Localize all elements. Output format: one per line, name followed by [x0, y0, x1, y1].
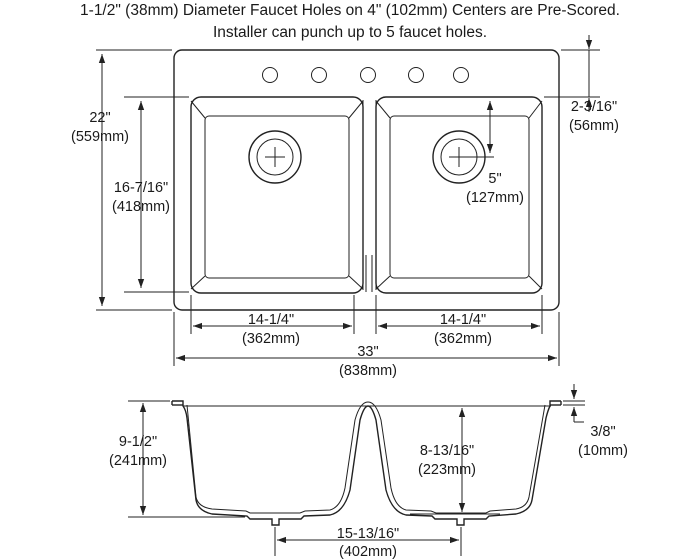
dim-left-bowl-width-in: 14-1/4"	[248, 312, 294, 328]
dim-bowl-depth-in: 16-7/16"	[114, 180, 168, 196]
dim-drain-offset-in: 5"	[488, 171, 501, 187]
faucet-hole	[408, 67, 424, 83]
section-view: 9-1/2" (241mm) 8-13/16" (223mm) 3/8" (10…	[109, 384, 628, 560]
dim-bowl-height-mm: (223mm)	[418, 462, 476, 478]
dim-ledge-mm: (56mm)	[569, 118, 619, 134]
dim-bowl-depth-mm: (418mm)	[112, 199, 170, 215]
dim-bowl-height-in: 8-13/16"	[420, 443, 474, 459]
dim-rim-in: 3/8"	[590, 424, 615, 440]
dim-rim-mm: (10mm)	[578, 443, 628, 459]
dim-overall-width-in: 33"	[357, 344, 378, 360]
note-faucet-holes: 1-1/2" (38mm) Diameter Faucet Holes on 4…	[80, 2, 620, 19]
faucet-holes	[262, 67, 469, 83]
left-bowl	[190, 96, 364, 294]
dim-overall-height-mm: (241mm)	[109, 453, 167, 469]
dim-right-bowl-width-in: 14-1/4"	[440, 312, 486, 328]
dim-drain-centers-mm: (402mm)	[339, 544, 397, 560]
left-drain	[248, 130, 302, 184]
top-view: 22" (559mm) 16-7/16" (418mm) 2-3/16" (56…	[71, 35, 619, 379]
sink-section-profile	[172, 400, 561, 526]
dim-overall-depth-in: 22"	[89, 110, 110, 126]
dim-right-bowl-width-mm: (362mm)	[434, 331, 492, 347]
faucet-hole	[360, 67, 376, 83]
sink-deck-outline	[173, 49, 560, 311]
dim-overall-width-mm: (838mm)	[339, 363, 397, 379]
dim-ledge-in: 2-3/16"	[571, 99, 617, 115]
faucet-hole	[453, 67, 469, 83]
dim-drain-centers-in: 15-13/16"	[337, 526, 399, 542]
dim-overall-depth-mm: (559mm)	[71, 129, 129, 145]
note-installer-punch: Installer can punch up to 5 faucet holes…	[212, 24, 487, 41]
dim-drain-offset-mm: (127mm)	[466, 190, 524, 206]
faucet-hole	[311, 67, 327, 83]
drawing-notes: 1-1/2" (38mm) Diameter Faucet Holes on 4…	[0, 0, 700, 44]
dim-overall-height-in: 9-1/2"	[119, 434, 157, 450]
faucet-hole	[262, 67, 278, 83]
dim-left-bowl-width-mm: (362mm)	[242, 331, 300, 347]
